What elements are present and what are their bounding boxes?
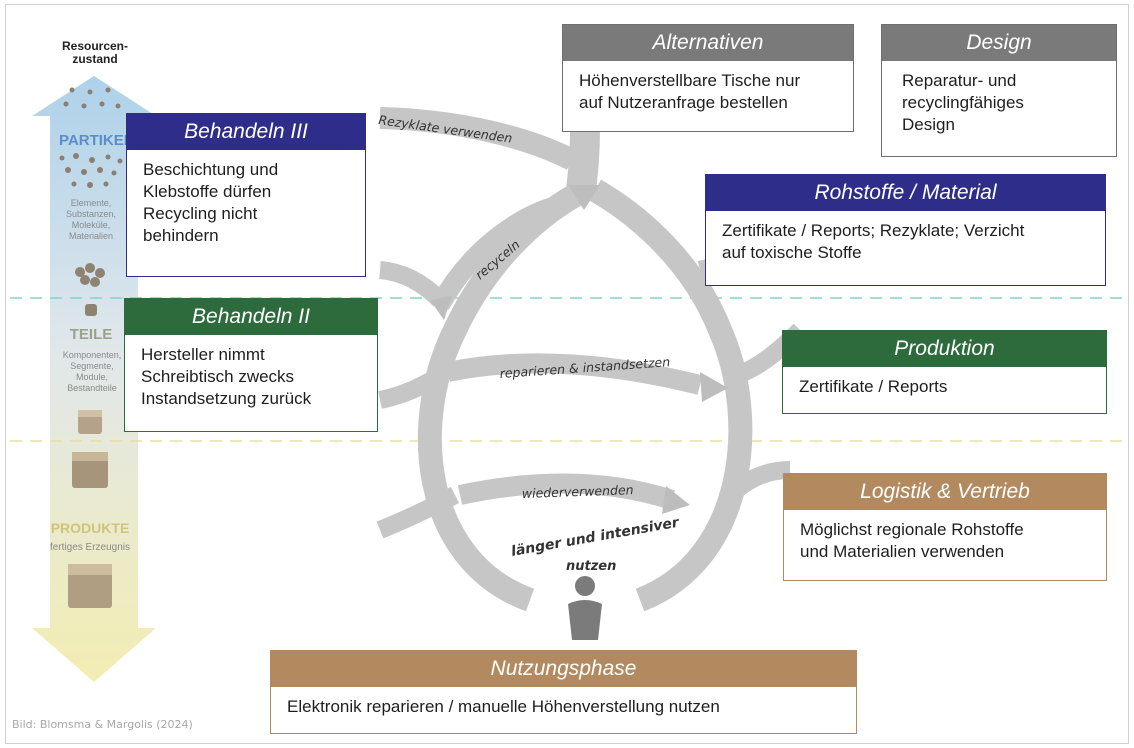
- produkte-sub: fertiges Erzeugnis: [49, 542, 131, 553]
- teile-label: TEILE: [69, 326, 113, 343]
- feed-right-low: [718, 461, 791, 507]
- alternativen-title: Alternativen: [563, 25, 853, 61]
- partikel-sub-2: Substanzen,: [65, 209, 117, 219]
- logistik-line-2: und Materialien verwenden: [800, 542, 1005, 561]
- label-wiederverwenden: wiederverwenden: [522, 482, 634, 501]
- logistik-title: Logistik & Vertrieb: [784, 474, 1106, 510]
- arrowhead-top: [568, 185, 600, 210]
- rezyklate-band: [379, 107, 578, 170]
- rohstoffe-box: Rohstoffe / Material Zertifikate / Repor…: [705, 174, 1106, 286]
- recyceln-arc: [431, 195, 563, 310]
- feed-left-upper: [378, 261, 447, 307]
- person-icon: [568, 576, 602, 640]
- produktion-box: Produktion Zertifikate / Reports: [782, 330, 1107, 414]
- arrowhead-recyceln: [430, 296, 452, 320]
- teile-sub-4: Bestandteile: [67, 383, 117, 393]
- teile-sub: Komponenten, Segmente, Module, Bestandte…: [32, 350, 152, 394]
- label-nutzen: nutzen: [566, 559, 616, 574]
- behandeln3-title: Behandeln III: [127, 114, 365, 150]
- cube-large-icon: [68, 564, 112, 608]
- rohstoffe-line-1: Zertifikate / Reports; Rezyklate; Verzic…: [722, 221, 1025, 240]
- partikel-sub: Elemente, Substanzen, Moleküle, Material…: [36, 198, 146, 242]
- nutzungsphase-title: Nutzungsphase: [271, 651, 856, 687]
- produkte-label: PRODUKTE: [50, 520, 130, 536]
- behandeln3-body: Beschichtung und Klebstoffe dürfen Recyc…: [127, 150, 365, 256]
- rohstoffe-title: Rohstoffe / Material: [706, 175, 1105, 211]
- behandeln3-line-2: Klebstoffe dürfen: [143, 182, 272, 201]
- axis-title-line1: Resourcen-: [61, 39, 129, 53]
- diagram-frame: [5, 4, 1129, 744]
- feed-left-mid: [378, 364, 450, 409]
- behandeln2-line-1: Hersteller nimmt: [141, 345, 265, 364]
- behandeln2-title: Behandeln II: [125, 299, 377, 335]
- partikel-sub-3: Moleküle,: [71, 220, 111, 230]
- arrowhead-wieder: [662, 486, 690, 514]
- teile-sub-1: Komponenten,: [62, 350, 122, 360]
- produktion-title: Produktion: [783, 331, 1106, 367]
- behandeln2-line-3: Instandsetzung zurück: [141, 389, 312, 408]
- rohstoffe-line-2: auf toxische Stoffe: [722, 243, 862, 262]
- image-credit: Bild: Blomsma & Margolis (2024): [12, 718, 193, 731]
- produktion-body: Zertifikate / Reports: [783, 367, 1106, 407]
- rohstoffe-body: Zertifikate / Reports; Rezyklate; Verzic…: [706, 211, 1105, 273]
- logistik-line-1: Möglichst regionale Rohstoffe: [800, 520, 1024, 539]
- logistik-body: Möglichst regionale Rohstoffe und Materi…: [784, 510, 1106, 572]
- design-line-2: recyclingfähiges: [902, 93, 1024, 112]
- produktion-line-1: Zertifikate / Reports: [799, 377, 948, 396]
- axis-title: Resourcen- zustand: [40, 40, 150, 66]
- behandeln3-box: Behandeln III Beschichtung und Klebstoff…: [126, 113, 366, 277]
- axis-title-line2: zustand: [72, 52, 118, 66]
- cube-small-icon: [78, 410, 102, 434]
- partikel-sub-4: Materialien: [68, 231, 114, 241]
- partikel-sub-1: Elemente,: [70, 198, 112, 208]
- alternativen-line-2: auf Nutzeranfrage bestellen: [579, 93, 788, 112]
- alternativen-line-1: Höhenverstellbare Tische nur: [579, 71, 801, 90]
- molecule-cluster-icon: [75, 263, 105, 287]
- behandeln3-line-1: Beschichtung und: [143, 160, 279, 179]
- nutzungsphase-box: Nutzungsphase Elektronik reparieren / ma…: [270, 650, 857, 734]
- behandeln2-box: Behandeln II Hersteller nimmt Schreibtis…: [124, 298, 378, 432]
- design-title: Design: [882, 25, 1116, 61]
- arrowhead-reparieren: [700, 372, 728, 402]
- alternativen-box: Alternativen Höhenverstellbare Tische nu…: [562, 24, 854, 132]
- particle-dots-icon: [59, 87, 123, 188]
- design-line-3: Design: [902, 115, 955, 134]
- behandeln3-line-3: Recycling nicht: [143, 204, 258, 223]
- design-line-1: Reparatur- und: [902, 71, 1017, 90]
- resource-axis-arrow: [32, 76, 156, 682]
- partikel-label: PARTIKEL: [59, 132, 133, 149]
- cube-medium-icon: [72, 452, 108, 488]
- reparieren-arc: [445, 353, 703, 395]
- feed-left-low: [376, 487, 460, 539]
- design-body: Reparatur- und recyclingfähiges Design: [882, 61, 1116, 145]
- alternativen-body: Höhenverstellbare Tische nur auf Nutzera…: [563, 61, 853, 123]
- outer-arc-right: [588, 179, 753, 612]
- behandeln3-line-4: behindern: [143, 226, 219, 245]
- behandeln2-line-2: Schreibtisch zwecks: [141, 367, 295, 386]
- nutzungsphase-body: Elektronik reparieren / manuelle Höhenve…: [271, 687, 856, 727]
- logistik-box: Logistik & Vertrieb Möglichst regionale …: [783, 473, 1107, 581]
- label-laenger: länger und intensiver: [510, 514, 681, 559]
- component-icon: [85, 304, 97, 316]
- design-box: Design Reparatur- und recyclingfähiges D…: [881, 24, 1117, 157]
- teile-sub-3: Module,: [75, 372, 109, 382]
- nutzungsphase-line-1: Elektronik reparieren / manuelle Höhenve…: [287, 697, 720, 716]
- teile-sub-2: Segmente,: [70, 361, 114, 371]
- wiederverwenden-arc: [457, 473, 676, 510]
- behandeln2-body: Hersteller nimmt Schreibtisch zwecks Ins…: [125, 335, 377, 419]
